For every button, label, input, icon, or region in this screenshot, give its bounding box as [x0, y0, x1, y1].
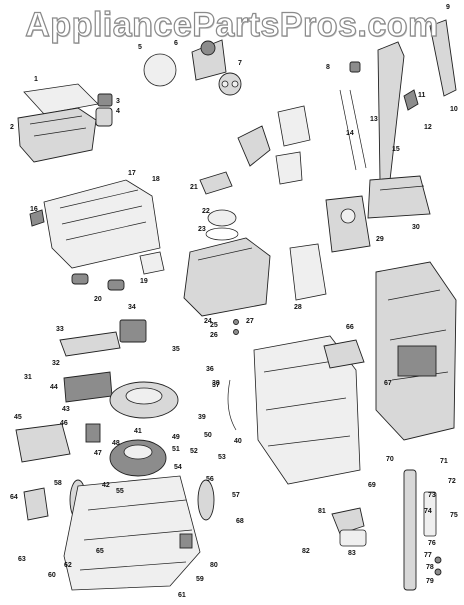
callout-75: 75 [450, 512, 458, 519]
callout-52: 52 [190, 448, 198, 455]
callout-43: 43 [62, 406, 70, 413]
callout-8: 8 [326, 64, 330, 71]
callout-11: 11 [418, 92, 426, 99]
handle-assembly [339, 19, 457, 219]
callout-13: 13 [370, 116, 378, 123]
callout-82: 82 [302, 548, 310, 555]
callout-2: 2 [10, 124, 14, 131]
callout-56: 56 [206, 476, 214, 483]
nozzle-base [23, 475, 201, 591]
callout-31: 31 [24, 374, 32, 381]
callout-15: 15 [392, 146, 400, 153]
callout-62: 62 [64, 562, 72, 569]
callout-18: 18 [152, 176, 160, 183]
callout-59: 59 [196, 576, 204, 583]
callout-78: 78 [426, 564, 434, 571]
callout-74: 74 [424, 508, 432, 515]
callout-77: 77 [424, 552, 432, 559]
base-housing [253, 335, 365, 485]
callout-70: 70 [386, 456, 394, 463]
rear-housing [375, 261, 457, 441]
callout-16: 16 [30, 206, 38, 213]
right-lower-parts [331, 469, 442, 591]
callout-33: 33 [56, 326, 64, 333]
callout-50: 50 [204, 432, 212, 439]
callout-46: 46 [60, 420, 68, 427]
callout-55: 55 [116, 488, 124, 495]
callout-65: 65 [96, 548, 104, 555]
callout-20: 20 [94, 296, 102, 303]
callout-37: 37 [212, 382, 220, 389]
callout-21: 21 [190, 184, 198, 191]
callout-10: 10 [450, 106, 458, 113]
nozzle-front [29, 179, 165, 291]
pump-motor [59, 319, 237, 431]
callout-34: 34 [128, 304, 136, 311]
callout-72: 72 [448, 478, 456, 485]
callout-49: 49 [172, 434, 180, 441]
callout-7: 7 [238, 60, 242, 67]
callout-26: 26 [210, 332, 218, 339]
callout-39: 39 [198, 414, 206, 421]
callout-54: 54 [174, 464, 182, 471]
callout-32: 32 [52, 360, 60, 367]
callout-14: 14 [346, 130, 354, 137]
callout-83: 83 [348, 550, 356, 557]
callout-79: 79 [426, 578, 434, 585]
callout-57: 57 [232, 492, 240, 499]
callout-28: 28 [294, 304, 302, 311]
callout-12: 12 [424, 124, 432, 131]
callout-38: 38 [212, 380, 220, 387]
callout-64: 64 [10, 494, 18, 501]
callout-22: 22 [202, 208, 210, 215]
callout-36: 36 [206, 366, 214, 373]
solution-tank [183, 171, 271, 335]
callout-80: 80 [210, 562, 218, 569]
callout-23: 23 [198, 226, 206, 233]
callout-51: 51 [172, 446, 180, 453]
motor-section [237, 105, 311, 185]
callout-30: 30 [412, 224, 420, 231]
callout-4: 4 [116, 108, 120, 115]
callout-66: 66 [346, 324, 354, 331]
callout-73: 73 [428, 492, 436, 499]
callout-53: 53 [218, 454, 226, 461]
callout-45: 45 [14, 414, 22, 421]
callout-6: 6 [174, 40, 178, 47]
callout-58: 58 [54, 480, 62, 487]
callout-19: 19 [140, 278, 148, 285]
callout-47: 47 [94, 450, 102, 457]
callout-76: 76 [428, 540, 436, 547]
callout-63: 63 [18, 556, 26, 563]
callout-3: 3 [116, 98, 120, 105]
callout-24: 24 [204, 318, 212, 325]
callout-17: 17 [128, 170, 136, 177]
cover-panels [289, 195, 371, 301]
callout-71: 71 [440, 458, 448, 465]
callout-69: 69 [368, 482, 376, 489]
callout-9: 9 [446, 4, 450, 11]
tank-assembly [17, 83, 113, 163]
callout-67: 67 [384, 380, 392, 387]
callout-5: 5 [138, 44, 142, 51]
callout-48: 48 [112, 440, 120, 447]
callout-1: 1 [34, 76, 38, 83]
callout-25: 25 [210, 322, 218, 329]
callout-68: 68 [236, 518, 244, 525]
top-parts [143, 39, 242, 96]
callout-61: 61 [178, 592, 186, 599]
callout-81: 81 [318, 508, 326, 515]
callout-60: 60 [48, 572, 56, 579]
callout-41: 41 [134, 428, 142, 435]
callout-29: 29 [376, 236, 384, 243]
callout-35: 35 [172, 346, 180, 353]
callout-44: 44 [50, 384, 58, 391]
callout-40: 40 [234, 438, 242, 445]
watermark-logo: AppliancePartsPros.com [25, 5, 439, 44]
callout-42: 42 [102, 482, 110, 489]
callout-27: 27 [246, 318, 254, 325]
